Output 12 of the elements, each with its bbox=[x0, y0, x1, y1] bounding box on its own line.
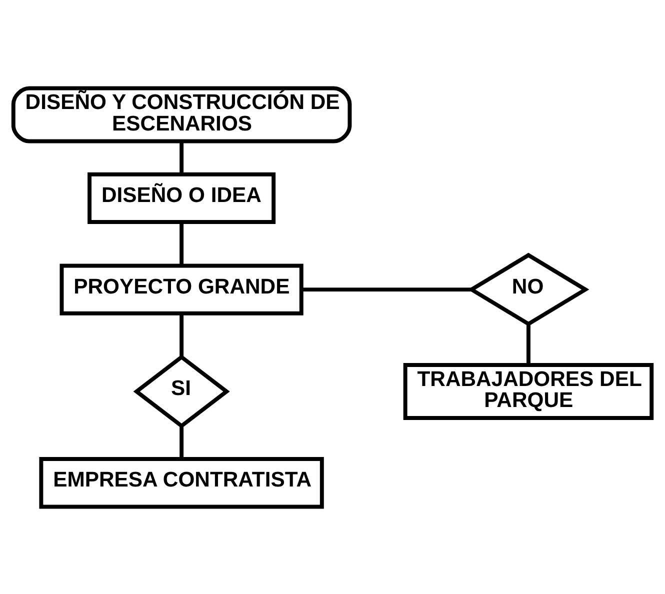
connector bbox=[301, 287, 472, 292]
node-box: TRABAJADORES DEL PARQUE bbox=[403, 362, 654, 420]
connector bbox=[180, 141, 184, 174]
connector bbox=[180, 426, 184, 458]
node-diamond: SI bbox=[133, 354, 230, 428]
node-box: DISEÑO Y CONSTRUCCIÓN DE ESCENARIOS bbox=[11, 86, 352, 143]
node-box: DISEÑO O IDEA bbox=[88, 172, 276, 224]
connector bbox=[180, 312, 184, 356]
node-box: EMPRESA CONTRATISTA bbox=[39, 456, 324, 508]
connector bbox=[526, 324, 530, 364]
node-box: PROYECTO GRANDE bbox=[60, 263, 304, 315]
connector bbox=[180, 222, 184, 265]
